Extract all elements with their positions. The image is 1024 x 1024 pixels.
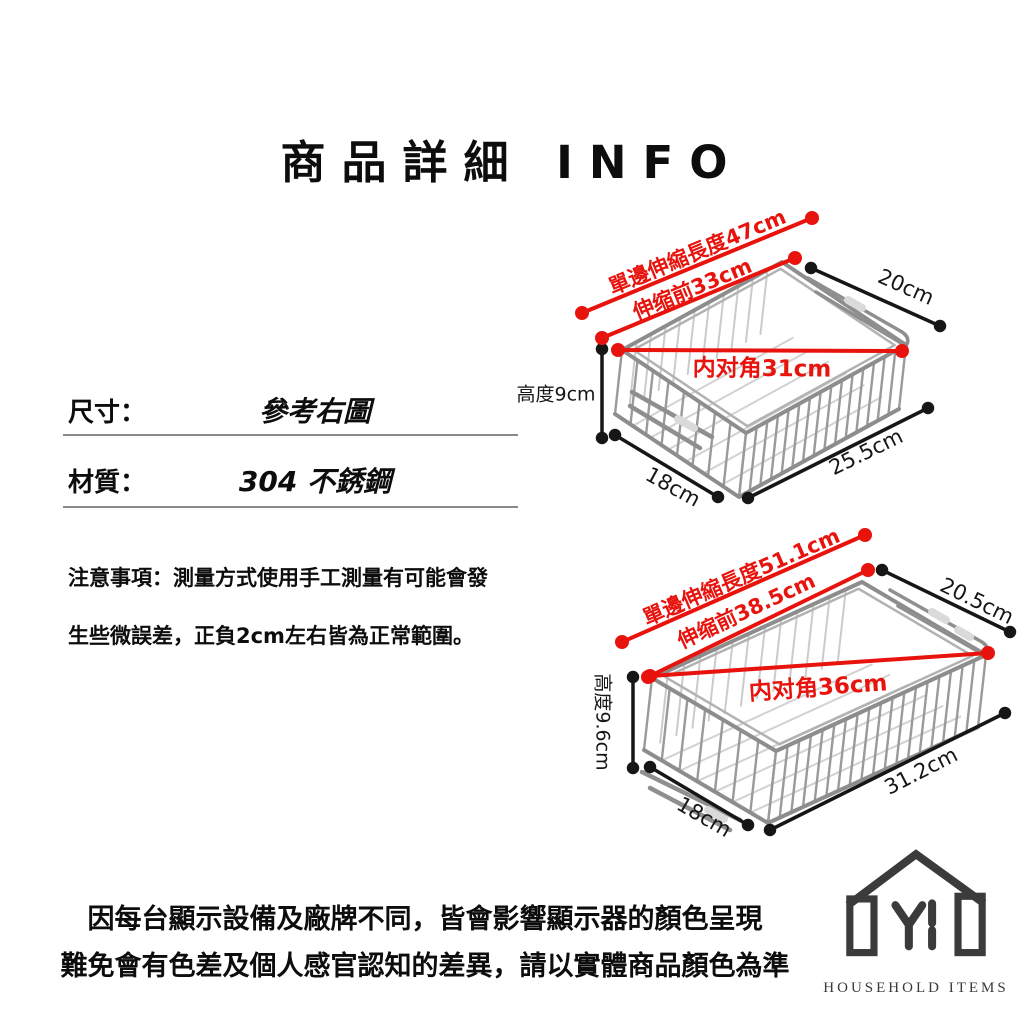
measure-height-top: 高度9cm [516,383,596,406]
spec-label-material: 材質： [68,468,147,498]
disclaimer-line-1: 因每台顯示設備及廠牌不同，皆會影響顯示器的顏色呈現 [87,904,763,935]
house-logo-icon [845,849,987,957]
spec-label-size: 尺寸： [68,398,147,428]
color-disclaimer: 因每台顯示設備及廠牌不同，皆會影響顯示器的顏色呈現 難免會有色差及個人感官認知的… [0,896,850,990]
measurement-lines-top [575,211,947,505]
measurement-lines-bottom [615,528,1017,837]
spec-value-material: 304 不銹鋼 [238,465,392,498]
spec-value-size: 參考右圖 [258,395,371,428]
logo-caption: HOUSEHOLD ITEMS [823,980,1009,996]
page-title: 商品詳細 INFO [280,136,744,189]
disclaimer-line-2: 難免會有色差及個人感官認知的差異，請以實體商品顏色為準 [60,951,790,982]
measure-diagonal-top: 内对角31cm [692,355,832,383]
basket-illustration-top [575,211,947,505]
divider-line [63,434,518,436]
basket-illustration-bottom [615,528,1017,837]
measure-height-bottom: 高度9.6cm [591,673,614,771]
logo-monogram-yi [891,899,937,951]
note-line-2: 生些微誤差，正負2cm左右皆為正常範圍。 [68,624,474,648]
note-line-1: 注意事項：測量方式使用手工測量有可能會發 [68,566,488,590]
basket-wire-art [642,580,988,825]
divider-line [63,506,518,508]
